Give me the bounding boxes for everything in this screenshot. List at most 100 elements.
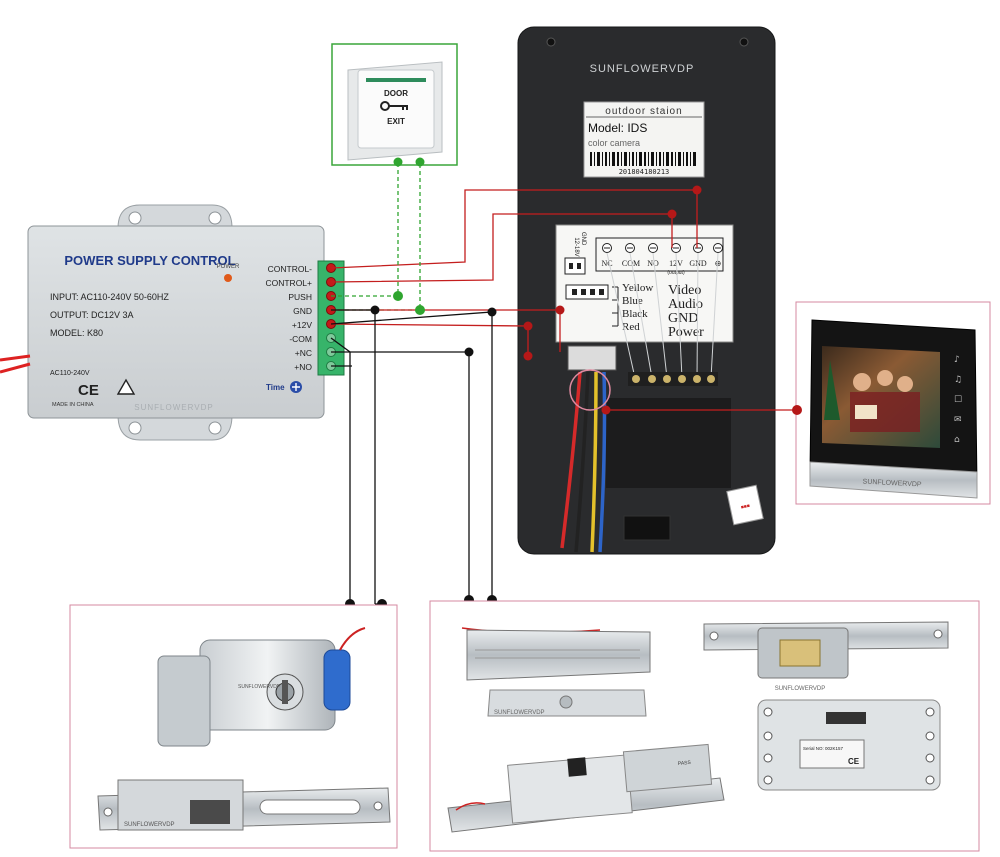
terminal-label-control-minus: CONTROL- [268, 264, 313, 274]
wire-function-labels: Video Audio GND Power [668, 283, 704, 340]
wire-color-blue: Blue [622, 295, 643, 307]
station-socket [567, 345, 617, 371]
exit-button-panel: DOOR EXIT [331, 43, 458, 166]
psu-ac-label: AC110-240V [50, 370, 90, 377]
svg-text:⌂: ⌂ [954, 435, 960, 445]
lock-panel-left: SUNFLOWERVDP SUNFLOWERVDP [69, 604, 398, 849]
terminal-label-com: -COM [289, 334, 312, 344]
electric-strike-brand: SUNFLOWERVDP [775, 686, 826, 692]
rim-lock-brand: SUNFLOWERVDP [238, 684, 281, 690]
bottom-screw-terminals [628, 372, 718, 386]
dc-voltage-label: 12-18V [573, 237, 579, 256]
outdoor-station: SUNFLOWERVDP outdoor staion Model: IDS c… [517, 26, 776, 555]
station-lower-recess [606, 398, 731, 488]
monitor-brand: SUNFLOWERVDP [862, 478, 922, 488]
monitor-silver-bar [809, 461, 978, 499]
psu-bottom-tab-hole-right [208, 421, 222, 435]
station-label-com: COM [622, 259, 640, 268]
fail-secure-ce: CE [848, 757, 860, 766]
bolt-lock-label: PASS [678, 760, 692, 767]
bolt-lock-motor [622, 743, 713, 793]
exit-button-face [357, 69, 435, 149]
exit-button-exit-label: EXIT [387, 117, 405, 126]
wire-color-red: Red [622, 321, 640, 333]
svg-text:♪: ♪ [954, 355, 960, 365]
wire-color-black: Black [622, 308, 648, 320]
connector-highlight [569, 369, 611, 411]
indoor-monitor-panel: ♪ ♫ ☐ ✉ ⌂ SUNFLOWERVDP [795, 301, 991, 505]
terminal-label-gnd: GND [293, 306, 312, 316]
terminal-label-12v: +12V [292, 320, 312, 330]
sticker-camera: color camera [588, 138, 640, 148]
lock-panel-right: SUNFLOWERVDP PASS SUNFLOWERVDP Serial NO… [429, 600, 980, 852]
outdoor-station-brand: SUNFLOWERVDP [590, 63, 695, 75]
key-icon [380, 101, 408, 111]
exit-button-green-strip [366, 78, 426, 82]
four-pin-connector [565, 284, 609, 300]
psu-title: POWER SUPPLY CONTROL [64, 253, 235, 268]
fail-secure-serial: Serial NO: 002K157 [803, 746, 844, 751]
terminal-strip-frame [595, 237, 724, 272]
station-cable-bundle [560, 371, 607, 553]
wire-control-plus [330, 213, 673, 283]
psu-brand: SUNFLOWERVDP [134, 403, 213, 412]
rim-lock-cable [339, 627, 366, 651]
wiring-label [555, 224, 734, 343]
terminal-label-push: PUSH [288, 292, 312, 302]
svg-text:☐: ☐ [954, 395, 962, 405]
psu-top-tab [117, 204, 233, 229]
time-label: Time [266, 383, 285, 392]
armature-brand: SUNFLOWERVDP [494, 710, 545, 716]
psu-terminal-labels: CONTROL- CONTROL+ PUSH GND +12V -COM +NC… [265, 264, 312, 372]
terminal-label-nc: +NC [295, 348, 312, 358]
fail-secure-sticker [799, 739, 865, 769]
psu-top-tab-hole-right [208, 211, 222, 225]
station-output-note: (output) [667, 270, 685, 276]
station-sticker-tag: ■■■ [726, 484, 764, 526]
wiring [330, 157, 802, 609]
station-slot [623, 515, 671, 541]
rim-lock-latch [157, 655, 211, 747]
station-label-no: NO [647, 259, 659, 268]
monitor-touch-icons: ♪ ♫ ☐ ✉ ⌂ [954, 355, 962, 445]
rim-lock-battery [323, 649, 351, 711]
wire-function-audio: Audio [668, 297, 703, 312]
wire-color-yellow: Yellow [622, 282, 653, 294]
sticker-title: outdoor staion [605, 106, 682, 117]
wire-12v-to-station [330, 323, 529, 356]
wire-nc-lock-b [331, 351, 470, 600]
terminal-label-no: +NO [294, 362, 312, 372]
dc-jack-box [564, 257, 586, 275]
svg-text:♫: ♫ [954, 375, 962, 385]
psu-top-tab-hole-left [128, 211, 142, 225]
barcode-number: 201804180213 [619, 168, 670, 176]
mains-cable-2 [0, 362, 31, 374]
psu-model: MODEL: K80 [50, 328, 103, 338]
wire-function-gnd: GND [668, 311, 698, 326]
monitor-screen-scene [824, 360, 920, 432]
psu-made-in: MADE IN CHINA [52, 402, 94, 408]
leader-lines [606, 252, 719, 379]
dc-gnd-label: GND [580, 232, 586, 246]
maglock-body [466, 629, 651, 681]
svg-text:✉: ✉ [954, 415, 962, 425]
svg-text:■■■: ■■■ [740, 503, 750, 511]
psu-bottom-tab [117, 414, 233, 441]
wire-function-power: Power [668, 325, 704, 340]
exit-button-door-label: DOOR [384, 89, 408, 98]
warning-icon [116, 378, 136, 395]
terminal-label-control-plus: CONTROL+ [265, 278, 312, 288]
psu-output-spec: OUTPUT: DC12V 3A [50, 310, 134, 320]
power-led-label: POWER [217, 264, 240, 270]
barcode [590, 152, 696, 166]
ce-mark: CE [78, 382, 99, 399]
power-supply-unit: POWER SUPPLY CONTROL POWER INPUT: AC110-… [0, 204, 345, 441]
station-label-nc: NC [601, 259, 612, 268]
wire-com-lock-a [330, 337, 351, 604]
wire-function-video: Video [668, 283, 701, 298]
power-led [224, 274, 232, 282]
strike-brand: SUNFLOWERVDP [124, 822, 175, 828]
station-terminal-screws [602, 243, 723, 253]
mains-cable [0, 354, 31, 362]
